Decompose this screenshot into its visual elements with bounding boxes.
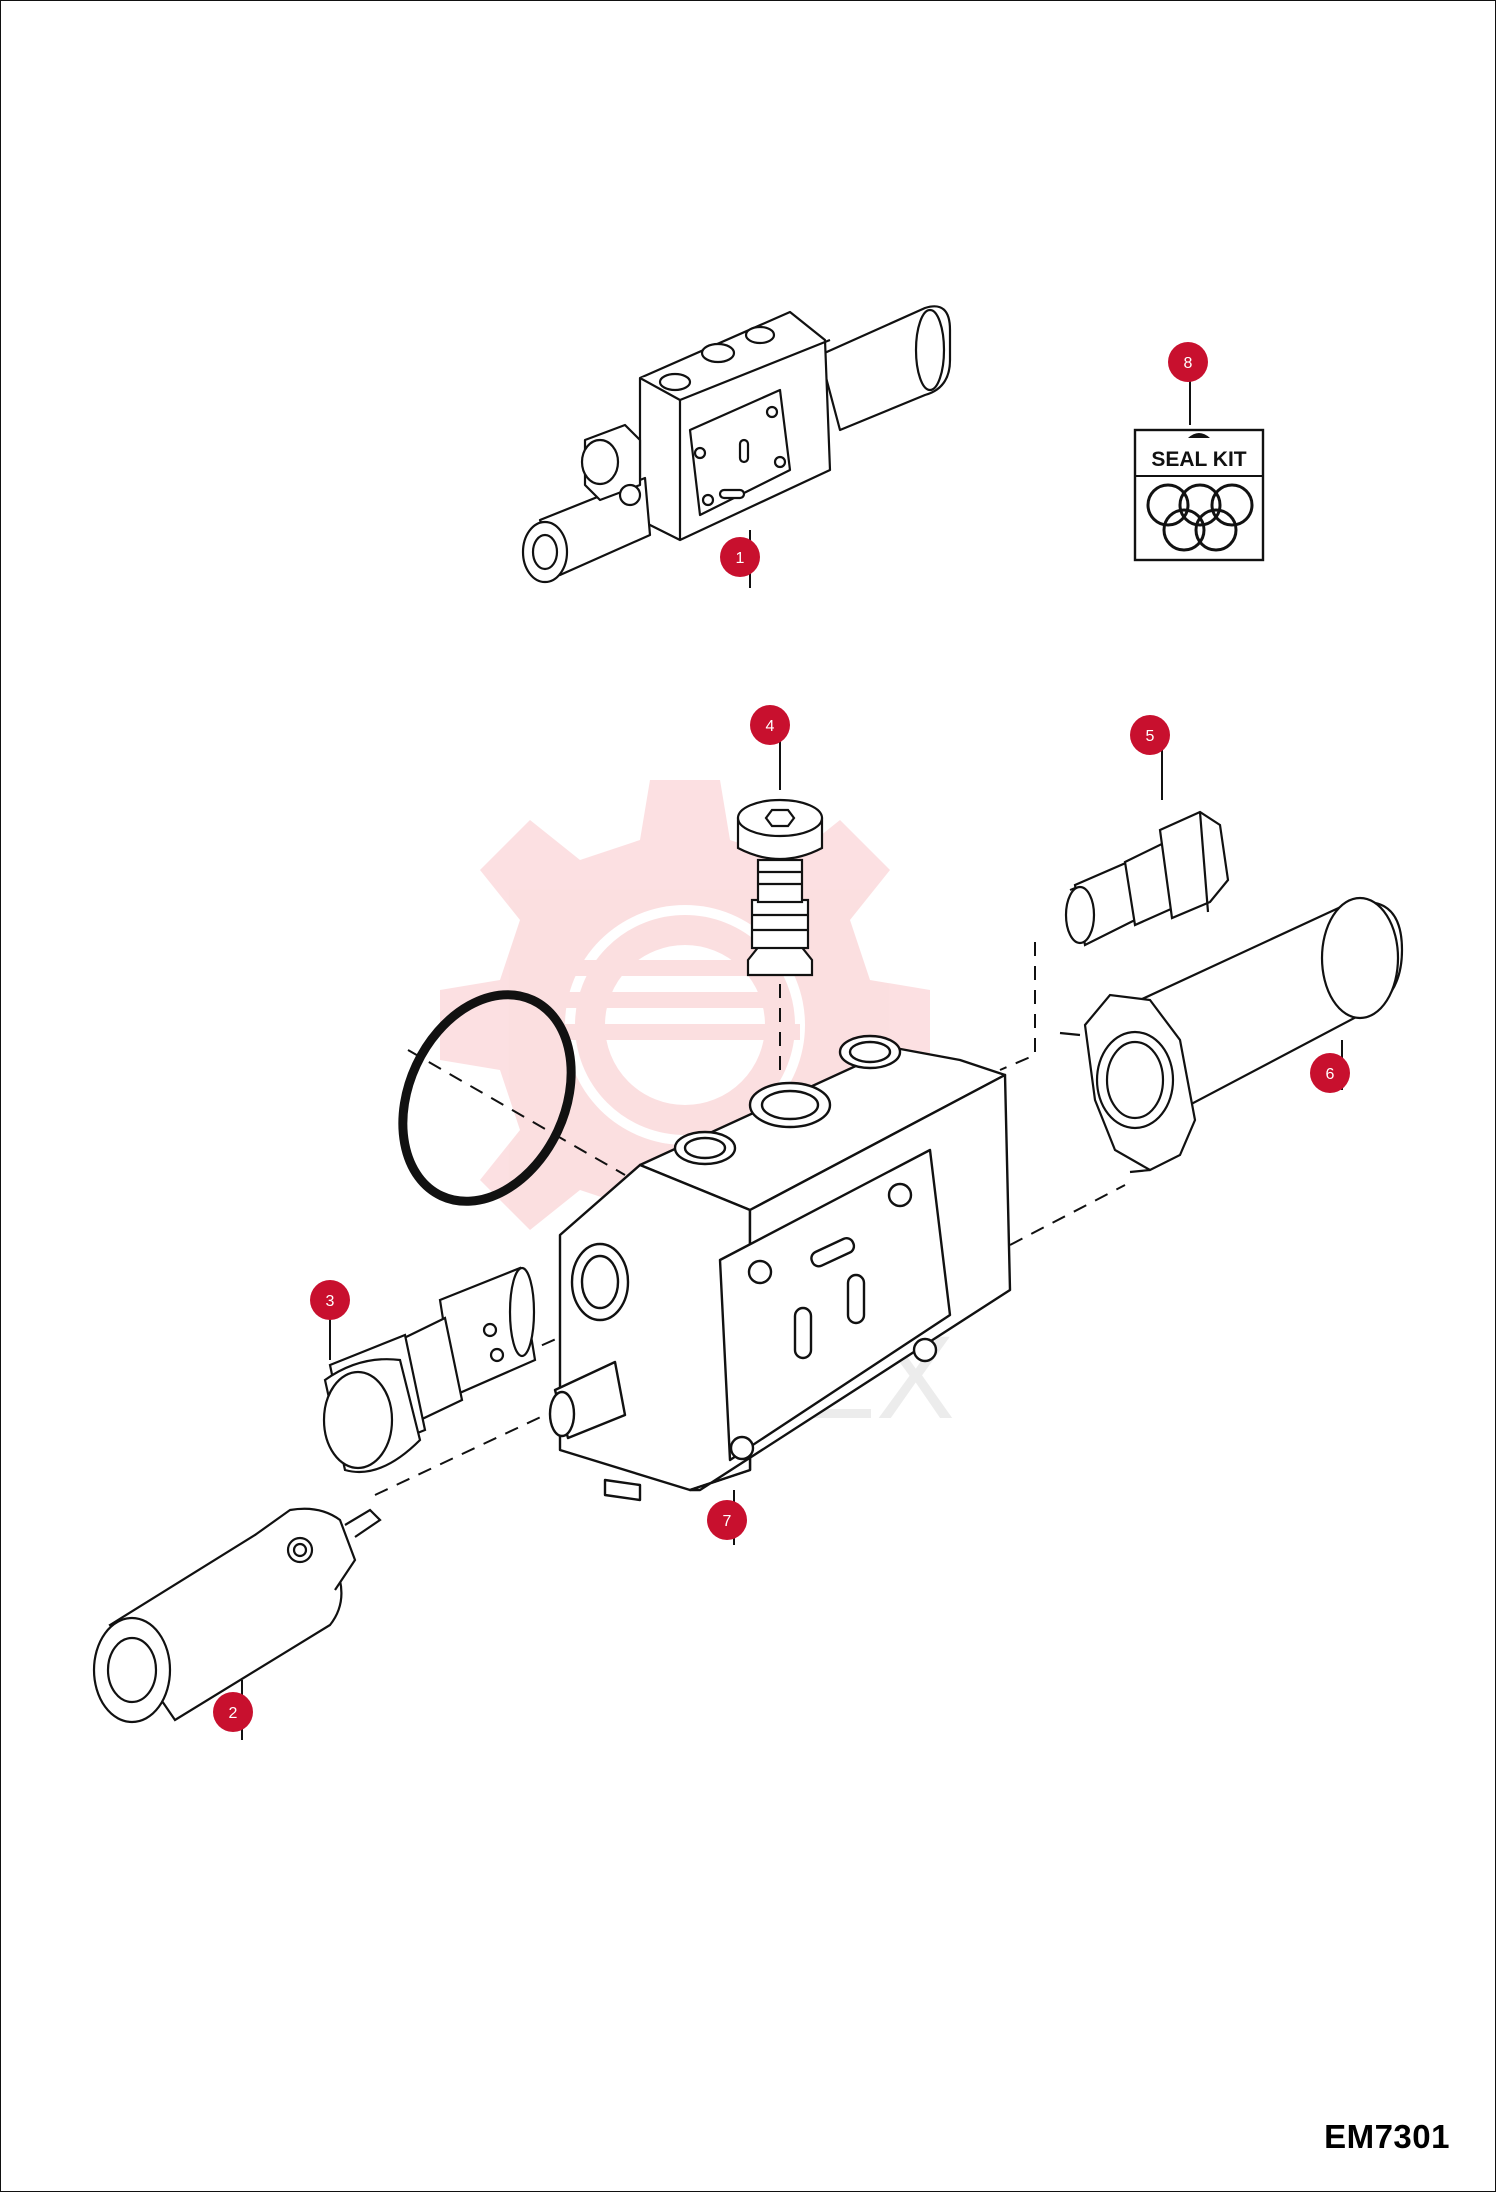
callout-8: 8: [1168, 342, 1208, 382]
drawing-code: EM7301: [1324, 2118, 1450, 2155]
valve-section-assembly: [521, 305, 952, 584]
callout-1: 1: [720, 537, 760, 577]
svg-text:7: 7: [723, 1513, 732, 1530]
callout-badges: 1 2 3 4 5 6 7 8: [213, 342, 1350, 1732]
svg-text:3: 3: [326, 1293, 335, 1310]
seal-kit-bag: SEAL KIT: [1133, 428, 1265, 562]
svg-text:4: 4: [766, 718, 775, 735]
plug-fitting: [1064, 810, 1230, 947]
callout-2: 2: [213, 1692, 253, 1732]
solenoid-coil: [92, 1507, 382, 1724]
svg-text:2: 2: [229, 1705, 238, 1722]
seal-kit-label: SEAL KIT: [1151, 448, 1246, 471]
svg-text:8: 8: [1184, 355, 1193, 372]
callout-7: 7: [707, 1500, 747, 1540]
callout-4: 4: [750, 705, 790, 745]
check-valve-poppet: [736, 798, 824, 977]
callout-3: 3: [310, 1280, 350, 1320]
svg-text:6: 6: [1326, 1066, 1335, 1083]
o-rings-icon: [1146, 483, 1254, 552]
end-cap-cylinder: [1059, 896, 1404, 1174]
callout-5: 5: [1130, 715, 1170, 755]
cartridge-valve: [322, 1266, 537, 1474]
callout-6: 6: [1310, 1053, 1350, 1093]
svg-text:5: 5: [1146, 728, 1155, 745]
o-ring: [398, 990, 576, 1206]
svg-text:1: 1: [736, 550, 745, 567]
valve-body: [548, 1034, 1012, 1502]
